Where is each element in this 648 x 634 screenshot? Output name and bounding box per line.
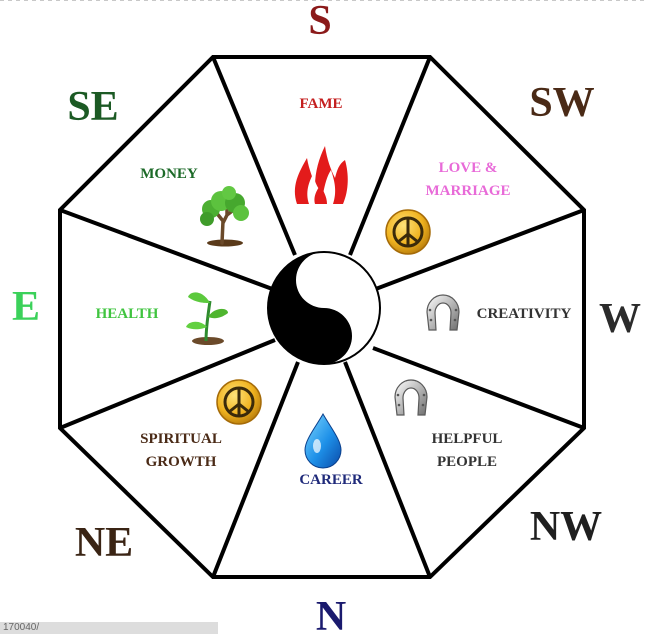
- direction-south: S: [308, 0, 331, 44]
- area-helpful-label-line1: HELPFUL: [432, 431, 503, 447]
- yin-yang-icon: [267, 251, 381, 365]
- sector-dividers: [59, 56, 585, 578]
- direction-northwest: NW: [530, 504, 602, 550]
- direction-north: N: [316, 594, 346, 634]
- sprout-icon: [186, 292, 228, 345]
- area-health-label: HEALTH: [96, 306, 159, 322]
- direction-southwest: SW: [529, 80, 594, 126]
- area-spiritual-label-line1: SPIRITUAL: [140, 431, 222, 447]
- peace-sign-icon: [384, 208, 432, 256]
- area-spiritual-label-line2: GROWTH: [146, 454, 217, 470]
- direction-west: W: [599, 296, 641, 342]
- area-helpful-label-line2: PEOPLE: [437, 454, 497, 470]
- area-money-label: MONEY: [140, 166, 198, 182]
- area-career-label: CAREER: [299, 472, 363, 488]
- direction-northeast: NE: [75, 520, 133, 566]
- direction-east: E: [12, 284, 40, 330]
- area-creativity-label: CREATIVITY: [477, 306, 572, 322]
- area-love-label-line2: MARRIAGE: [426, 183, 511, 199]
- caption-bar: 170040/: [0, 622, 218, 634]
- area-fame-label: FAME: [299, 96, 342, 112]
- tree-icon: [200, 186, 249, 247]
- peace-sign-icon: [215, 378, 263, 426]
- fire-icon: [294, 146, 348, 204]
- top-border: [0, 0, 648, 1]
- water-drop-icon: [304, 412, 342, 469]
- area-love-label-line1: LOVE &: [439, 160, 498, 176]
- direction-southeast: SE: [67, 84, 118, 130]
